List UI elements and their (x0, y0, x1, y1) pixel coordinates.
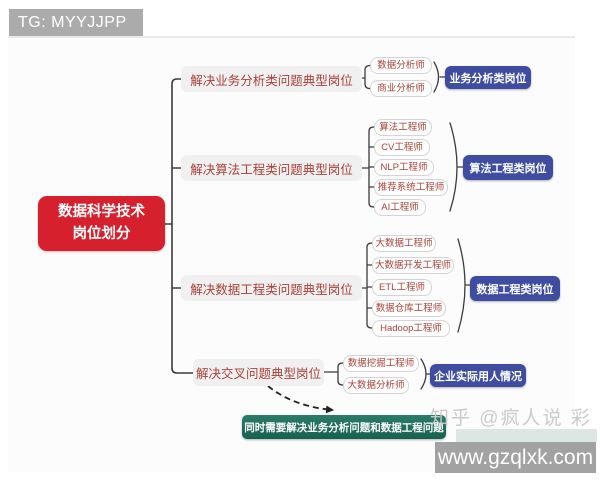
leaf-nlp-engineer: NLP工程师 (374, 159, 434, 176)
leaf-cv-engineer: CV工程师 (374, 139, 430, 156)
result-data-engineering-positions: 数据工程类岗位 (470, 276, 560, 301)
leaf-hadoop-engineer: Hadoop工程师 (372, 320, 450, 337)
teal-band-decoration (456, 429, 597, 442)
zhihu-watermark: 知乎 @疯人说 彩 (430, 408, 592, 429)
branch-cross-problems: 解决交叉问题典型岗位 (193, 359, 324, 386)
root-node: 数据科学技术 岗位划分 (38, 196, 165, 251)
leaf-etl-engineer: ETL工程师 (372, 279, 432, 296)
leaf-data-analyst: 数据分析师 (370, 57, 432, 74)
leaf-business-analyst: 商业分析师 (370, 80, 432, 97)
footer-note: 同时需要解决业务分析问题和数据工程问题 (242, 415, 446, 439)
root-label-line2: 岗位划分 (72, 225, 131, 242)
tg-watermark-badge: TG: MYYJJPP (9, 9, 143, 36)
leaf-data-warehouse-engineer: 数据仓库工程师 (372, 300, 446, 317)
result-business-analysis-positions: 业务分析类岗位 (445, 66, 531, 89)
result-enterprise-actual-hiring: 企业实际用人情况 (430, 364, 526, 387)
leaf-bigdata-engineer: 大数据工程师 (372, 235, 436, 252)
leaf-bigdata-analyst: 大数据分析师 (343, 377, 409, 394)
leaf-data-mining-engineer: 数据挖掘工程师 (343, 355, 419, 372)
leaf-ai-engineer: AI工程师 (374, 199, 426, 216)
leaf-recommender-system-engineer: 推荐系统工程师 (374, 179, 448, 196)
branch-algorithm-engineering: 解决算法工程类问题典型岗位 (181, 155, 362, 181)
branch-business-analysis: 解决业务分析类问题典型岗位 (181, 66, 362, 92)
result-algorithm-engineering-positions: 算法工程类岗位 (463, 155, 553, 180)
branch-data-engineering: 解决数据工程类问题典型岗位 (181, 275, 362, 301)
leaf-bigdata-dev-engineer: 大数据开发工程师 (372, 257, 454, 274)
root-label-line1: 数据科学技术 (58, 204, 145, 221)
leaf-algorithm-engineer: 算法工程师 (374, 119, 432, 136)
site-url-watermark: www.gzqlxk.com (435, 442, 596, 473)
